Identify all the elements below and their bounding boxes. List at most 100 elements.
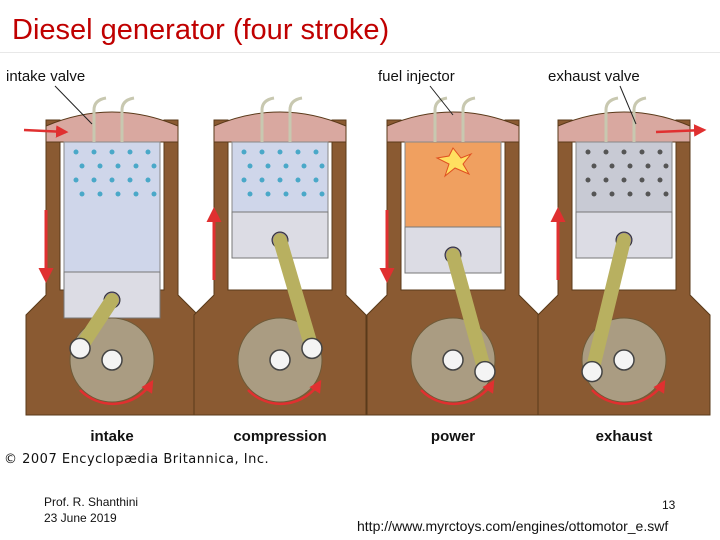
gas-particle [241, 149, 247, 155]
gas-particle [657, 149, 663, 155]
gas-particle [127, 177, 133, 183]
four-stroke-diagram: intake valve fuel injector exhaust valve… [6, 68, 711, 445]
gas-particle [73, 149, 79, 155]
gas-particle [127, 149, 133, 155]
gas-particle [283, 163, 289, 169]
valve-stem-right-intake [120, 96, 135, 142]
engine-block-exhaust [537, 119, 711, 416]
gas-particle [301, 191, 307, 197]
gas-particle [313, 149, 319, 155]
gas-particle [73, 177, 79, 183]
gas-particle [585, 149, 591, 155]
gas-particle [79, 163, 85, 169]
gas-particle [241, 177, 247, 183]
cylinder-head-exhaust [557, 111, 691, 143]
valve-stem-right-exhaust [632, 96, 647, 142]
engine-intake [23, 96, 199, 416]
page-title: Diesel generator (four stroke) [12, 14, 390, 46]
connecting-rod-exhaust [585, 233, 631, 379]
fuel-injector-label: fuel injector [378, 68, 455, 85]
crankshaft-intake [101, 349, 123, 371]
engine-power [366, 96, 540, 416]
gas-particle [79, 191, 85, 197]
gas-particle [585, 177, 591, 183]
gas-particle [277, 177, 283, 183]
gas-particle [645, 191, 651, 197]
gas-particle [91, 177, 97, 183]
copyright-notice: © 2007 Encyclopædia Britannica, Inc. [4, 452, 270, 467]
footer-author-block: Prof. R. Shanthini 23 June 2019 [44, 494, 138, 526]
stroke-label-power: power [431, 428, 475, 445]
gas-particle [591, 163, 597, 169]
gas-particle [639, 149, 645, 155]
gas-particle [151, 191, 157, 197]
crankshaft-compression [269, 349, 291, 371]
gas-particle [247, 163, 253, 169]
gas-particle [91, 149, 97, 155]
gas-particle [259, 149, 265, 155]
gas-particle [133, 191, 139, 197]
gas-particle [145, 149, 151, 155]
valve-stem-right-power [461, 96, 476, 142]
gas-particle [145, 177, 151, 183]
exhaust-outflow-arrow [655, 124, 707, 137]
combustion-spark-icon [435, 147, 473, 178]
gas-particle [609, 191, 615, 197]
rotation-arrow-power [420, 379, 495, 406]
engine-block-power [366, 119, 540, 416]
page-number: 13 [662, 498, 676, 512]
stroke-label-intake: intake [90, 428, 133, 445]
gas-particle [627, 191, 633, 197]
intake-valve-leader [54, 85, 93, 125]
connecting-rod-power [446, 248, 492, 379]
gas-particle [247, 191, 253, 197]
gas-particle [259, 177, 265, 183]
crank-pin-compression [301, 337, 323, 360]
cylinder-chamber-intake [63, 141, 161, 273]
gas-particle [319, 163, 325, 169]
engine-compression [193, 96, 367, 416]
gas-particle [115, 163, 121, 169]
crank-pin-power [474, 360, 496, 383]
footer-author: Prof. R. Shanthini [44, 495, 139, 509]
gas-particle [591, 191, 597, 197]
valve-stem-right-compression [288, 96, 303, 142]
rotation-arrow-compression [247, 379, 322, 406]
source-url: http://www.myrctoys.com/engines/ottomoto… [357, 518, 669, 534]
gas-particle [295, 149, 301, 155]
footer-date: 23 June 2019 [44, 511, 117, 525]
gas-particle [663, 163, 669, 169]
gas-particle [645, 163, 651, 169]
valve-stem-left-exhaust [604, 96, 619, 142]
gas-particle [97, 191, 103, 197]
gas-particle [609, 163, 615, 169]
cylinder-head-compression [213, 111, 347, 143]
crank-pin-exhaust [581, 360, 603, 383]
gas-particle [301, 163, 307, 169]
gas-particle [603, 177, 609, 183]
gas-particle [283, 191, 289, 197]
gas-particle [151, 163, 157, 169]
gas-particle [109, 149, 115, 155]
gas-particle [313, 177, 319, 183]
engine-block-intake [25, 119, 199, 416]
intake-valve-label: intake valve [6, 68, 85, 85]
cylinder-head-power [386, 111, 520, 143]
gas-particle [627, 163, 633, 169]
exhaust-valve-label: exhaust valve [548, 68, 640, 85]
gas-particle [657, 177, 663, 183]
valve-stem-left-intake [92, 96, 107, 142]
air-intake-arrow [23, 125, 69, 138]
rotation-arrow-exhaust [591, 379, 666, 406]
title-divider [0, 52, 720, 53]
valve-stem-left-power [433, 96, 448, 142]
gas-particle [621, 177, 627, 183]
crank-pin-intake [69, 337, 91, 360]
stroke-label-exhaust: exhaust [596, 428, 653, 445]
gas-particle [265, 163, 271, 169]
gas-particle [97, 163, 103, 169]
gas-particle [115, 191, 121, 197]
crankshaft-power [442, 349, 464, 371]
fuel-injector-leader [429, 85, 454, 116]
gas-particle [639, 177, 645, 183]
